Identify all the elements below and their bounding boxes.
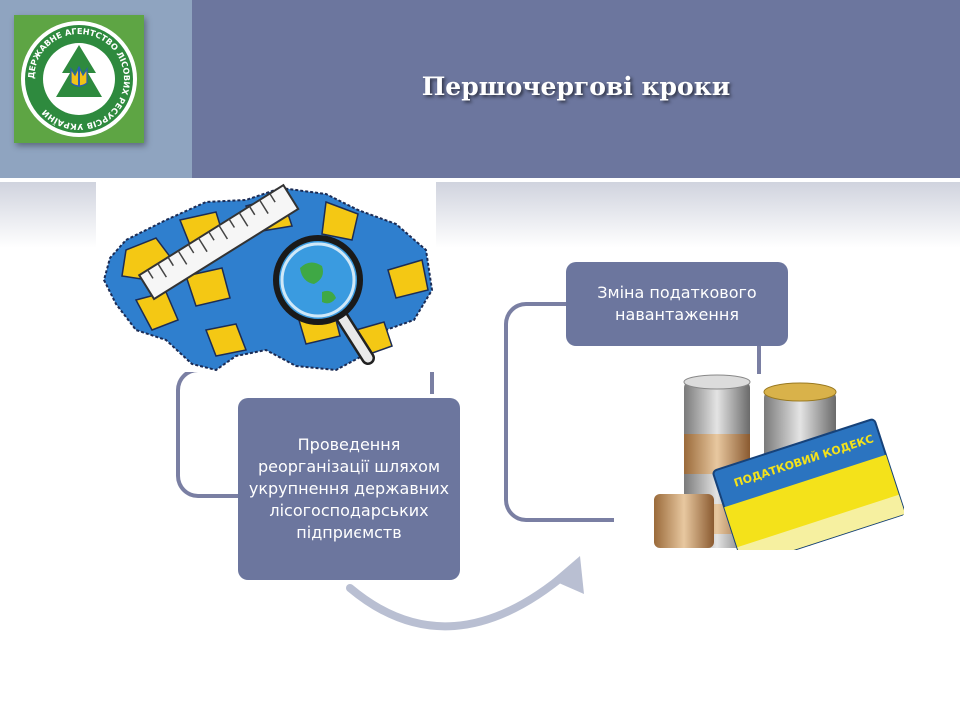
trident-tree-emblem-icon: ДЕРЖАВНЕ АГЕНТСТВО ЛІСОВИХ РЕСУРСІВ УКРА… bbox=[21, 21, 137, 137]
step-box-reorganization: Проведення реорганізації шляхом укрупнен… bbox=[238, 398, 460, 580]
step-label-tax-burden: Зміна податкового навантаження bbox=[597, 283, 757, 324]
ukraine-map-illustration bbox=[96, 180, 436, 372]
agency-logo: ДЕРЖАВНЕ АГЕНТСТВО ЛІСОВИХ РЕСУРСІВ УКРА… bbox=[14, 15, 144, 143]
step-box-tax-burden: Зміна податкового навантаження bbox=[566, 262, 788, 346]
coins-tax-code-book-icon: ПОДАТКОВИЙ КОДЕКС bbox=[654, 374, 906, 567]
step2-connector bbox=[504, 302, 618, 522]
tax-code-coins-illustration: ПОДАТКОВИЙ КОДЕКС bbox=[614, 374, 906, 567]
step-label-reorganization: Проведення реорганізації шляхом укрупнен… bbox=[248, 435, 450, 542]
page-title: Першочергові кроки bbox=[421, 72, 731, 101]
ukraine-map-magnifier-ruler-icon bbox=[102, 183, 434, 372]
flow-arrow bbox=[346, 556, 584, 631]
step2-connector-right bbox=[757, 346, 761, 374]
step1-connector bbox=[176, 368, 244, 498]
step1-connector-right bbox=[430, 368, 434, 394]
header-bar bbox=[192, 0, 960, 178]
